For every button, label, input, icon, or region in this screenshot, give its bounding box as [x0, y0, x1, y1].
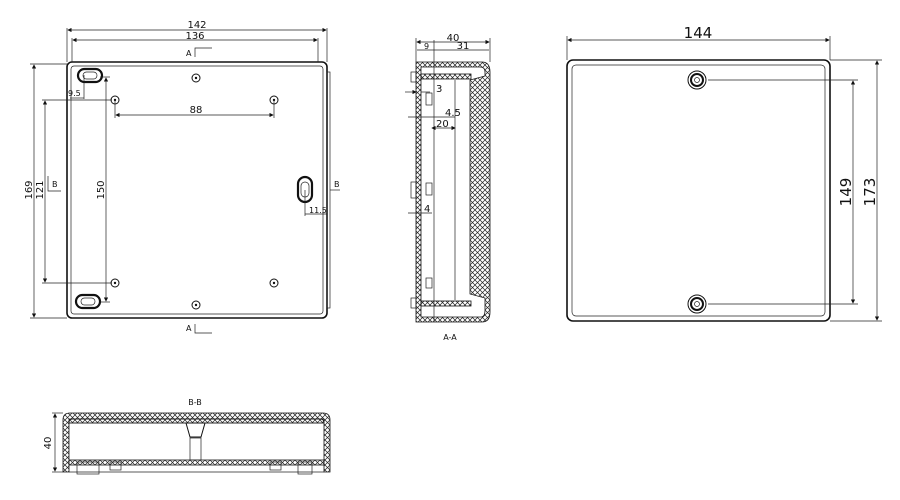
dim-3: 3	[436, 84, 442, 95]
dim-149: 149	[837, 178, 855, 207]
dim-121: 121	[35, 180, 46, 199]
dim-4: 4	[424, 204, 430, 215]
section-bb-title: B-B	[188, 398, 202, 407]
dim-88: 88	[190, 105, 203, 116]
dim-173: 173	[861, 178, 879, 207]
dim-31: 31	[457, 41, 470, 52]
dim-136: 136	[185, 31, 204, 42]
dim-9: 9	[424, 42, 429, 51]
svg-text:A: A	[186, 49, 192, 58]
back-view: 144 149 173	[566, 24, 882, 322]
section-marker-b-left: B	[47, 176, 61, 192]
svg-text:B: B	[334, 180, 340, 189]
section-aa-title: A-A	[443, 333, 457, 342]
dim-150: 150	[96, 180, 107, 199]
mounting-slot-bottom	[74, 293, 102, 310]
svg-text:B: B	[52, 180, 58, 189]
dim-4-5: 4.5	[445, 108, 461, 119]
dim-20: 20	[436, 119, 449, 130]
mounting-slot-top	[76, 67, 104, 84]
dim-11-5: 11.5	[309, 206, 327, 215]
svg-text:A: A	[186, 324, 192, 333]
dim-142: 142	[187, 20, 206, 31]
dim-9-5: 9.5	[68, 89, 81, 98]
dim-144: 144	[684, 24, 713, 42]
dim-40: 40	[447, 33, 460, 44]
section-aa: 9 31 40 3 4.5 20 4 A-A	[405, 33, 491, 342]
dim-40-bb: 40	[43, 437, 54, 450]
section-marker-b-right: B	[330, 180, 340, 191]
screw-hole-top	[687, 70, 707, 90]
section-marker-a-bottom: A	[186, 324, 212, 334]
section-marker-a-top: A	[186, 47, 212, 58]
back-outline	[566, 59, 831, 322]
enclosure-inner-outline	[70, 65, 324, 315]
dim-169: 169	[24, 180, 35, 199]
front-view: 142 136 88 150 121 169 9.5 11.5 A A B B	[24, 20, 340, 334]
screw-hole-bottom	[687, 294, 707, 314]
section-bb: 40 B-B	[43, 398, 331, 475]
dimension-lines	[30, 27, 328, 319]
